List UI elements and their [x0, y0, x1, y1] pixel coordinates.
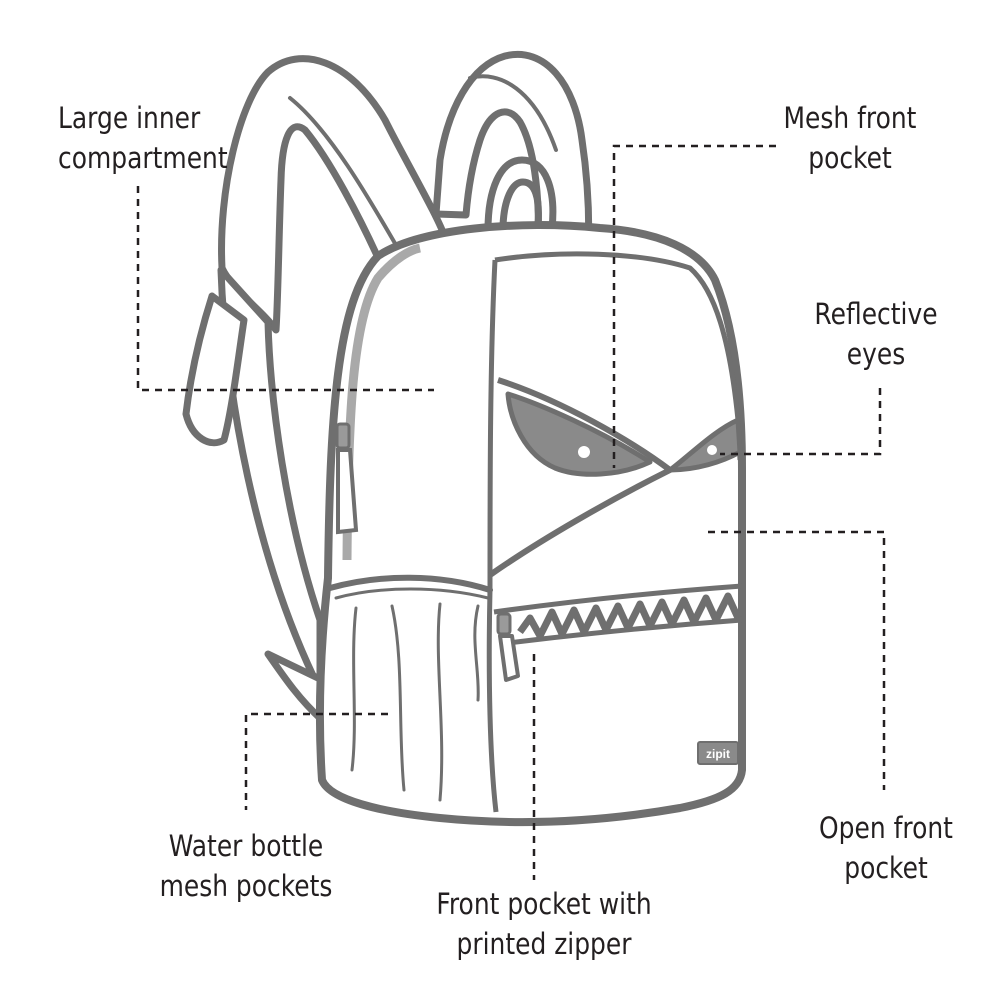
zipper-pull-icon	[496, 612, 520, 682]
side-zipper-pull-icon	[335, 422, 359, 535]
zipit-logo-badge: zipit	[697, 741, 739, 765]
right-reflective-eye	[667, 417, 743, 473]
zipit-logo-text: zipit	[706, 747, 730, 761]
label-large-inner-compartment: Large inner compartment	[58, 101, 228, 175]
leader-open-front	[708, 530, 886, 790]
label-front-pocket-printed-zipper: Front pocket with printed zipper	[436, 887, 652, 961]
printed-zipper-teeth	[517, 592, 742, 640]
leader-large-inner	[136, 186, 434, 392]
leader-mesh-front	[612, 144, 776, 468]
front-pocket	[486, 583, 743, 813]
backpack-body	[316, 221, 746, 827]
label-reflective-eyes: Reflective eyes	[814, 297, 938, 371]
label-water-bottle-mesh-pockets: Water bottle mesh pockets	[159, 829, 333, 903]
leader-reflective	[720, 388, 882, 456]
top-carry-handle	[484, 156, 557, 234]
label-open-front-pocket: Open front pocket	[819, 811, 953, 885]
label-mesh-front-pocket: Mesh front pocket	[783, 101, 917, 175]
leader-lines	[136, 144, 886, 880]
water-bottle-mesh-pocket	[327, 574, 493, 802]
